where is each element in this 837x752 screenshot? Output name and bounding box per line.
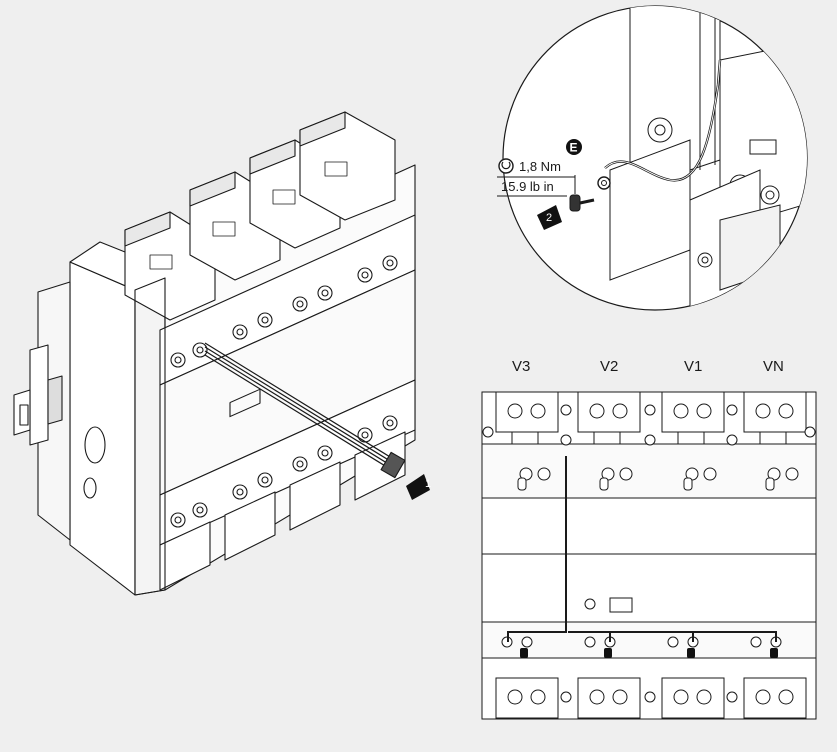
step-1-number: 1 xyxy=(425,478,431,490)
breaker-isometric-view xyxy=(14,112,415,595)
torque-nm: 1,8 Nm xyxy=(519,159,561,174)
phase-label-v2: V2 xyxy=(600,358,618,375)
phase-label-vn: VN xyxy=(763,358,784,375)
marker-E-letter: E xyxy=(570,141,578,155)
step-1-arrow: 1 xyxy=(406,474,431,500)
phase-label-v1: V1 xyxy=(684,358,702,375)
front-view: V3 V2 V1 VN xyxy=(482,358,816,719)
phase-label-v3: V3 xyxy=(512,358,530,375)
torque-lbin: 15.9 lb in xyxy=(501,179,554,194)
detail-circle: E 2 1,8 Nm 15.9 lb in xyxy=(497,0,820,330)
torque-rotate-icon xyxy=(499,159,513,173)
step-2-number: 2 xyxy=(546,212,552,224)
